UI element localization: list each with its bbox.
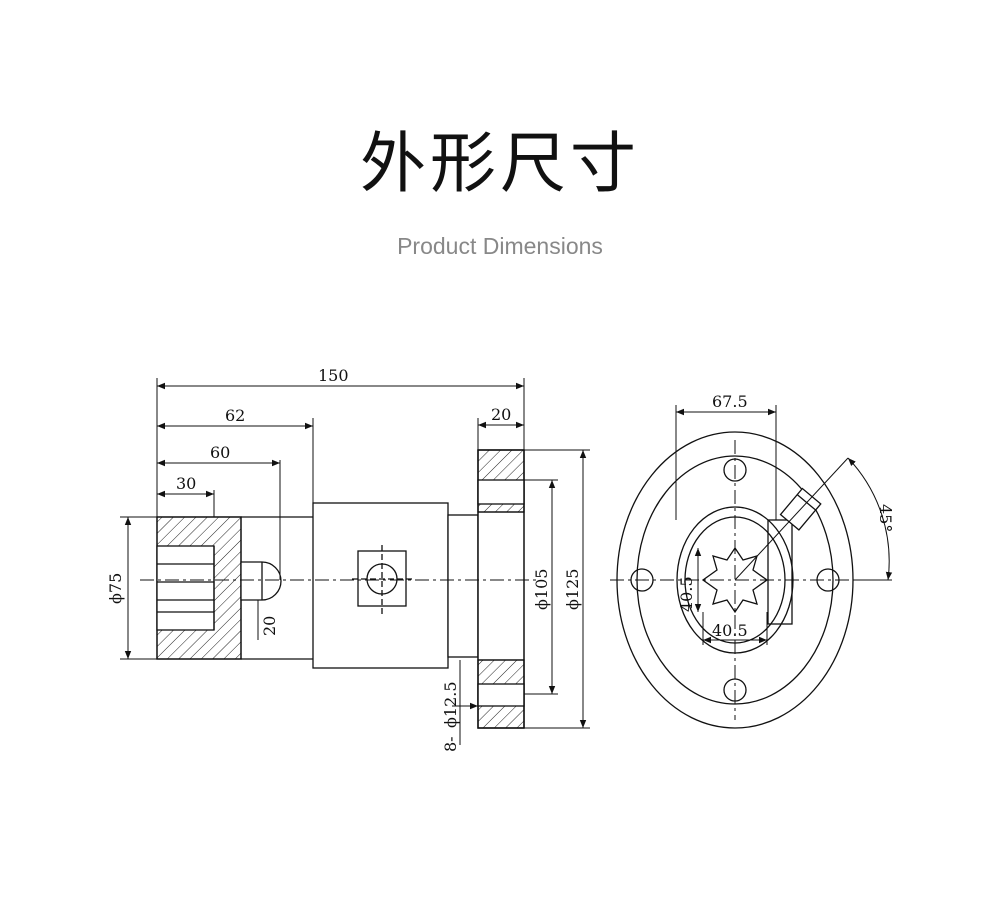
angle-arc (847, 457, 893, 581)
page-title: 外形尺寸 (360, 125, 640, 202)
dim-62: 62 (225, 406, 245, 425)
dim-67-5: 67.5 (712, 392, 748, 411)
left-shaft-section (156, 516, 282, 660)
dim-phi125: ϕ125 (563, 569, 582, 610)
dim-150: 150 (318, 366, 349, 385)
dim-60: 60 (210, 443, 230, 462)
dim-key-20: 20 (260, 616, 279, 636)
front-view (610, 431, 860, 729)
dim-spline-h: 40.5 (712, 621, 748, 640)
dim-phi75: ϕ75 (106, 573, 125, 604)
indicator-window (352, 545, 412, 614)
dim-20: 20 (491, 405, 511, 424)
dim-30: 30 (176, 474, 196, 493)
dim-spline-v: 40.5 (677, 576, 696, 612)
main-body (312, 502, 449, 669)
page-subtitle: Product Dimensions (397, 233, 603, 259)
dim-phi105: ϕ105 (532, 569, 551, 610)
dim-angle: 45° (876, 504, 895, 532)
dim-phi12-5: ϕ12.5 (441, 681, 460, 728)
dim-hole-count: 8- (441, 736, 460, 752)
flange-section (477, 449, 525, 729)
